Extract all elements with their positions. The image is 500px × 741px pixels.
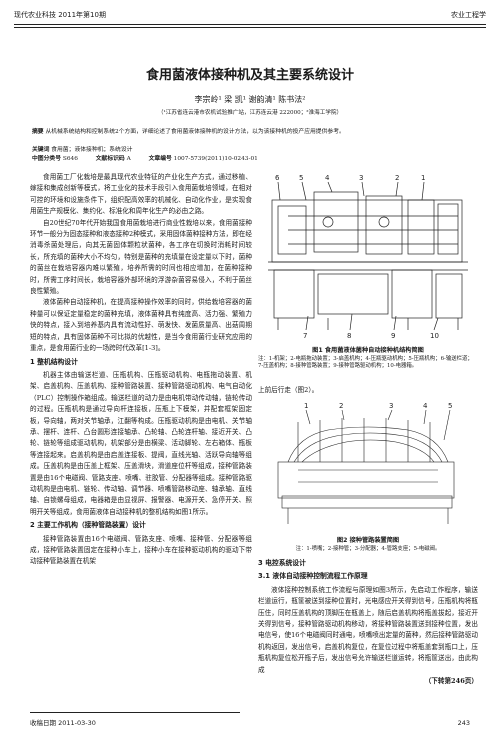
clc-label: 中图分类号 <box>32 156 61 162</box>
classification-line: 中图分类号 S646 文献标识码 A 文章编号 1007-5739(2011)1… <box>32 155 472 163</box>
paragraph: 机器主体由输送栏道、压瓶机构、压瓶驱动机构、电瓶拖动装置、机架、启盖机构、压盖机… <box>30 370 252 516</box>
figure2-note: 注：1-喷嘴；2-接种管；3-分配器；4-管路支座；5-电磁阀。 <box>295 546 441 552</box>
keywords: 食用菌；液体接种机；系统设计 <box>51 147 133 153</box>
callout-label: 4 <box>423 402 428 410</box>
callout-label: 9 <box>391 332 395 340</box>
callout-label: 1 <box>421 174 425 182</box>
abstract-text: 从机械系统结构和控制系统2个方面，详细论述了食用菌液体接种机的设计方法，以为该接… <box>45 129 345 135</box>
figure1-caption: 图1 食用菌液体菌种自动接种机结构简图 <box>312 347 424 354</box>
figure2-pipeline-drawing: 1 2 3 4 5 <box>277 402 455 524</box>
section-heading: 1 整机结构设计 <box>30 357 78 366</box>
callout-label: 5 <box>448 402 452 410</box>
footnote-rule <box>30 712 240 713</box>
received-date: 收稿日期 2011-03-30 <box>30 719 96 727</box>
article-label: 文章编号 <box>148 156 172 162</box>
page-number: 243 <box>457 719 470 727</box>
abstract: 摘要 从机械系统结构和控制系统2个方面，详细论述了食用菌液体接种机的设计方法，以… <box>32 128 472 136</box>
paragraph: 接种管路装置由16个电磁阀、管路支座、喷嘴、接种管、分配器等组成，接种管路装置固… <box>30 534 252 566</box>
figure2-caption: 图2 接种管路装置简图 <box>336 537 400 544</box>
running-header: 现代农业科技 2011年第10期 农业工程学 <box>14 10 486 24</box>
section-name: 农业工程学 <box>451 11 486 19</box>
left-column: 食用菌工厂化栽培是最具现代农业特征的产业化生产方式，通过移植、嫁接和集成创新等模… <box>30 172 252 568</box>
journal-name: 现代农业科技 2011年第10期 <box>14 11 106 19</box>
abstract-label: 摘要 <box>32 129 44 135</box>
callout-label: 5 <box>299 174 303 182</box>
paragraph: 液体菌种自动接种机，在提高接种操作效率的同时，供给栽培容器的菌种量可以保证定量稳… <box>30 298 252 353</box>
right-text: 上前后行走（图2）。 <box>258 385 478 396</box>
paragraph: 液体接种控制系统工作流程与原理如图3所示，先启动工作程序，输送栏道运行，瓶筐被送… <box>258 585 478 674</box>
subsection-heading: 3.1 液体自动接种控制流程工作原理 <box>258 572 368 581</box>
article-number: 1007-5739(2011)10-0243-01 <box>173 156 258 162</box>
doc-label: 文献标识码 <box>95 156 125 162</box>
section-heading: 3 电控系统设计 <box>258 559 306 567</box>
keywords-label: 关键词 <box>32 147 50 153</box>
paragraph: 食用菌工厂化栽培是最具现代农业特征的产业化生产方式，通过移植、嫁接和集成创新等模… <box>30 173 252 216</box>
callout-label: 7 <box>303 332 307 340</box>
callout-label: 2 <box>339 402 343 410</box>
paragraph: 上前后行走（图2）。 <box>258 386 319 394</box>
header-rule <box>14 24 486 25</box>
callout-label: 2 <box>395 174 399 182</box>
continuation-note: （下转第246页） <box>424 677 478 686</box>
callout-label: 4 <box>325 174 330 182</box>
callout-label: 10 <box>430 332 439 340</box>
figure1-note: 注：1-机架；2-电瓶拖动装置；3-启盖机构；4-压瓶驱动机构；5-压瓶机构；6… <box>258 356 473 370</box>
header-rule-thin <box>14 27 486 28</box>
article-title: 食用菌液体接种机及其主要系统设计 <box>145 68 354 83</box>
callout-label: 6 <box>275 174 280 182</box>
callout-label: 8 <box>347 332 351 340</box>
clc-value: S646 <box>62 156 78 162</box>
affiliation: （¹江苏省连云港市农机试验推广站，江苏连云港 222000；²淮海工学院） <box>157 110 343 116</box>
doc-value: A <box>126 156 131 162</box>
callout-label: 3 <box>359 174 363 182</box>
authors: 李宗岭¹ 梁 凯¹ 谢韵清¹ 陈书法² <box>194 95 306 104</box>
figure1-machine-drawing: 6 5 4 3 2 1 7 8 9 10 <box>268 174 468 340</box>
callout-label: 3 <box>389 402 393 410</box>
keywords-line: 关键词 食用菌；液体接种机；系统设计 <box>32 146 472 154</box>
paragraph: 自20世纪70年代开始我国食用菌栽培进行商业性栽培以来，食用菌接种环节一般分为固… <box>30 218 252 296</box>
callout-label: 1 <box>304 402 308 410</box>
section-heading: 2 主要工作机构（接种管路装置）设计 <box>30 521 146 530</box>
right-column: 3 电控系统设计 3.1 液体自动接种控制流程工作原理 液体接种控制系统工作流程… <box>258 556 478 687</box>
